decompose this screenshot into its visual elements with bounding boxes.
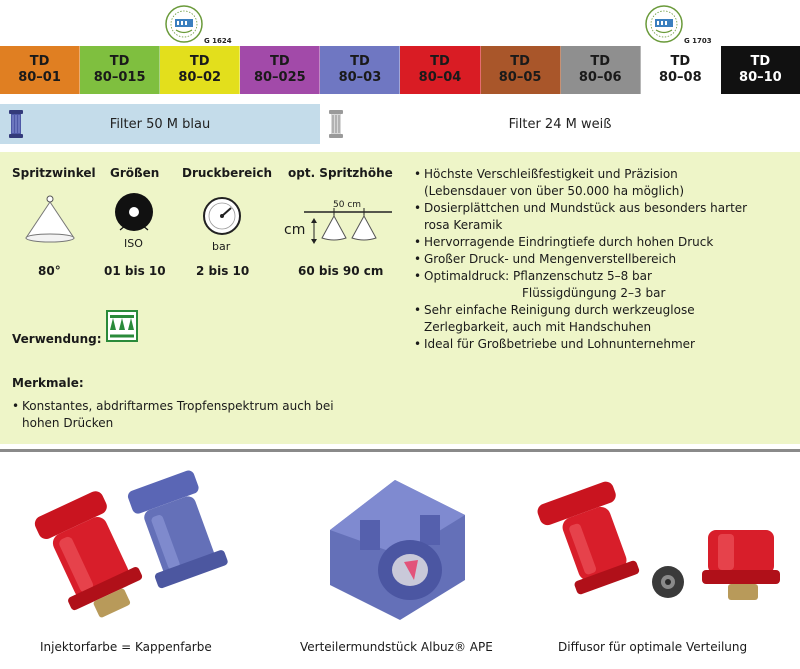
injector-caps-photo xyxy=(6,460,256,634)
feature-line: Dosierplättchen und Mundstück aus besond… xyxy=(424,201,748,215)
feature-line-indented: Flüssigdüngung 2–3 bar xyxy=(522,286,666,300)
filter-blue-label: Filter 50 M blau xyxy=(109,116,211,132)
nozzle-type: TD xyxy=(189,54,210,69)
diffusor-photo xyxy=(530,470,795,634)
albuz-ape-photo xyxy=(300,460,490,634)
seal-code-left: G 1624 xyxy=(204,37,232,45)
usage-label: Verwendung: xyxy=(12,332,102,346)
nozzle-size: 80–03 xyxy=(338,70,382,85)
nozzle-size: 80–01 xyxy=(18,70,61,85)
nozzle-size: 80–05 xyxy=(498,70,542,85)
feature-line: Sehr einfache Reinigung durch werkzeuglo… xyxy=(424,303,695,317)
iso-label: ISO xyxy=(124,237,143,250)
nozzle-size: 80–08 xyxy=(658,70,702,85)
merkmale-title: Merkmale: xyxy=(12,376,84,390)
spec-header-pressure: Druckbereich xyxy=(182,166,273,180)
feature-item: Ideal für Großbetriebe und Lohnunternehm… xyxy=(414,336,798,353)
nozzle-size: 80–025 xyxy=(253,70,306,85)
jki-seal-right xyxy=(644,4,684,46)
feature-line: rosa Keramik xyxy=(424,218,503,232)
nozzle-type: TD xyxy=(29,54,50,69)
filter-white-icon xyxy=(328,108,344,144)
spec-header-angle: Spritzwinkel xyxy=(12,166,96,180)
spec-value-angle: 80° xyxy=(38,264,61,278)
feature-item: Optimaldruck: Pflanzenschutz 5–8 bar Flü… xyxy=(414,268,798,302)
feature-item: Höchste Verschleißfestigkeit und Präzisi… xyxy=(414,166,798,200)
height-unit-label: cm xyxy=(284,222,306,238)
feature-line: Höchste Verschleißfestigkeit und Präzisi… xyxy=(424,167,678,181)
nozzle-type: TD xyxy=(430,54,450,69)
seal-code-right: G 1703 xyxy=(684,37,712,45)
nozzle-type: TD xyxy=(350,54,370,69)
feature-item: Großer Druck- und Mengenverstellbereich xyxy=(414,251,798,268)
spec-header-height: opt. Spritzhöhe xyxy=(288,166,393,180)
feature-panel: Spritzwinkel Größen Druckbereich opt. Sp… xyxy=(0,152,800,444)
nozzle-size: 80–06 xyxy=(578,70,622,85)
nozzle-size: 80–10 xyxy=(739,70,782,85)
feature-item: Sehr einfache Reinigung durch werkzeuglo… xyxy=(414,302,798,336)
nozzle-type: TD xyxy=(590,54,611,69)
pressure-gauge-icon xyxy=(202,196,242,240)
filter-blue-icon xyxy=(8,108,24,144)
feature-line: (Lebensdauer von über 50.000 ha möglich) xyxy=(424,184,685,198)
spec-value-sizes: 01 bis 10 xyxy=(104,264,166,278)
field-sprayer-icon xyxy=(106,310,138,346)
spacing-label: 50 cm xyxy=(333,200,362,210)
spec-header-sizes: Größen xyxy=(110,166,160,180)
section-divider xyxy=(0,449,800,452)
iso-size-icon xyxy=(112,192,156,240)
nozzle-type: TD xyxy=(750,54,771,69)
feature-item: Dosierplättchen und Mundstück aus besond… xyxy=(414,200,798,234)
filter-bar: Filter 50 M blau Filter 24 M weiß xyxy=(0,104,800,144)
merkmale-list: Konstantes, abdriftarmes Tropfenspektrum… xyxy=(12,398,372,432)
nozzle-type: TD xyxy=(670,54,691,69)
nozzle-size: 80–02 xyxy=(178,70,222,85)
nozzle-type: TD xyxy=(109,54,130,69)
filter-white: Filter 24 M weiß xyxy=(320,104,800,144)
filter-blue: Filter 50 M blau xyxy=(0,104,320,144)
feature-line: Großer Druck- und Mengenverstellbereich xyxy=(424,252,677,266)
caption-injector: Injektorfarbe = Kappenfarbe xyxy=(40,640,212,654)
merkmale-item: Konstantes, abdriftarmes Tropfenspektrum… xyxy=(12,398,372,432)
spec-value-height: 60 bis 90 cm xyxy=(298,264,384,278)
nozzle-type: TD xyxy=(510,54,530,69)
bar-label: bar xyxy=(212,240,231,253)
feature-list: Höchste Verschleißfestigkeit und Präzisi… xyxy=(414,166,798,353)
feature-line: Optimaldruck: Pflanzenschutz 5–8 bar xyxy=(424,269,652,283)
spray-angle-icon xyxy=(22,194,78,250)
caption-diffusor: Diffusor für optimale Verteilung xyxy=(558,640,748,654)
spray-height-icon xyxy=(304,208,392,252)
caption-albuz: Verteilermundstück Albuz® APE xyxy=(300,640,493,654)
feature-line: Ideal für Großbetriebe und Lohnunternehm… xyxy=(424,337,695,351)
feature-item: Hervorragende Eindringtiefe durch hohen … xyxy=(414,234,798,251)
feature-line: Hervorragende Eindringtiefe durch hohen … xyxy=(424,235,714,249)
feature-line: Zerlegbarkeit, auch mit Handschuhen xyxy=(424,320,652,334)
nozzle-type: TD xyxy=(269,54,290,69)
nozzle-size: 80–015 xyxy=(93,70,146,85)
filter-white-label: Filter 24 M weiß xyxy=(508,116,612,132)
spec-value-pressure: 2 bis 10 xyxy=(196,264,250,278)
nozzle-size: 80–04 xyxy=(418,70,462,85)
jki-seal-left xyxy=(164,4,204,46)
